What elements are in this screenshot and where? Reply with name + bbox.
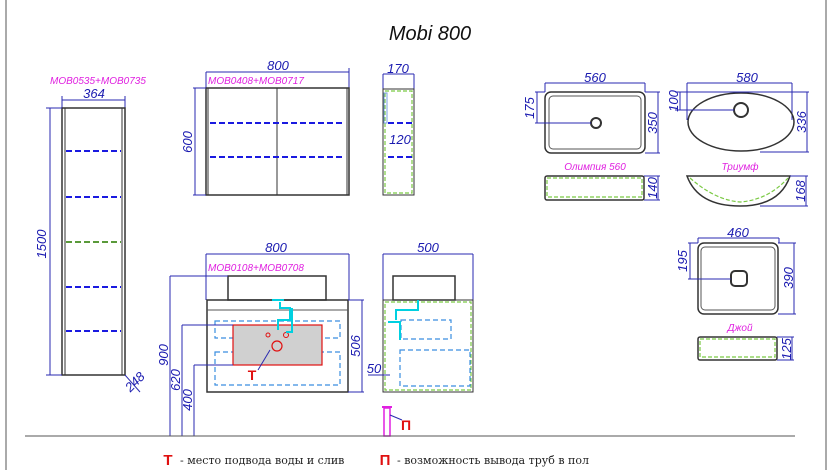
vanity-side: 500 50 П <box>367 240 474 437</box>
vanity-depth: 500 <box>417 240 439 255</box>
legend-t-mark: Т <box>163 452 172 469</box>
triumph-height: 168 <box>793 179 808 201</box>
sink-olimpia: 560 175 350 Олимпия 560 140 <box>522 70 660 201</box>
triumph-drain-offset: 100 <box>666 89 681 111</box>
olimpia-depth: 350 <box>645 111 660 133</box>
tall-cabinet-code: MOB0535+MOB0735 <box>50 76 146 87</box>
sink-joy: 460 195 390 Джой 125 <box>675 225 796 361</box>
leg-height: 50 <box>367 361 382 376</box>
vanity-height: 506 <box>348 334 363 356</box>
mirror-cabinet-height: 600 <box>180 130 195 152</box>
joy-depth: 390 <box>781 266 796 288</box>
olimpia-height: 140 <box>645 176 660 198</box>
joy-height: 125 <box>779 337 794 359</box>
legend-p-text: - возможность вывода труб в пол <box>397 454 589 467</box>
side-siphon-icon <box>388 300 419 340</box>
floor-pipe-icon <box>383 407 391 437</box>
dim-400: 400 <box>180 388 195 410</box>
legend-t-text: - место подвода воды и слив <box>180 454 344 467</box>
mirror-cabinet-depth: 170 <box>387 61 409 76</box>
vanity-width: 800 <box>265 240 287 255</box>
olimpia-drain-offset: 175 <box>522 96 537 118</box>
triumph-name: Триумф <box>722 161 760 173</box>
page-title: Mobi 800 <box>389 23 471 45</box>
legend-p-mark: П <box>380 452 391 469</box>
triumph-depth: 336 <box>794 110 809 132</box>
mirror-cabinet-code: MOB0408+MOB0717 <box>208 76 304 87</box>
mirror-cabinet: 800 MOB0408+MOB0717 600 170 120 <box>180 58 415 196</box>
vanity-code: MOB0108+MOB0708 <box>208 263 304 274</box>
joy-width: 460 <box>727 225 749 240</box>
tall-cabinet-height: 1500 <box>34 229 49 259</box>
dim-620: 620 <box>168 368 183 390</box>
tall-cabinet-width: 364 <box>83 86 105 101</box>
tall-cabinet: MOB0535+MOB0735 364 1500 248 <box>34 76 148 396</box>
olimpia-name: Олимпия 560 <box>564 162 626 173</box>
sink-triumph: 580 100 336 Триумф 168 <box>666 70 809 207</box>
vanity-front: 800 MOB0108+MOB0708 Т 506 900 620 400 <box>156 240 364 436</box>
siphon-icon <box>272 299 293 333</box>
legend: Т - место подвода воды и слив П - возмож… <box>163 452 589 469</box>
joy-name: Джой <box>726 323 752 334</box>
water-supply-zone <box>232 324 323 366</box>
p-marker: П <box>401 417 411 433</box>
t-marker: Т <box>248 367 257 383</box>
triumph-width: 580 <box>736 70 758 85</box>
mirror-shelf-dimension: 120 <box>389 132 411 147</box>
joy-drain-offset: 195 <box>675 249 690 271</box>
dim-900: 900 <box>156 343 171 365</box>
mirror-cabinet-width: 800 <box>267 58 289 73</box>
olimpia-width: 560 <box>584 70 606 85</box>
